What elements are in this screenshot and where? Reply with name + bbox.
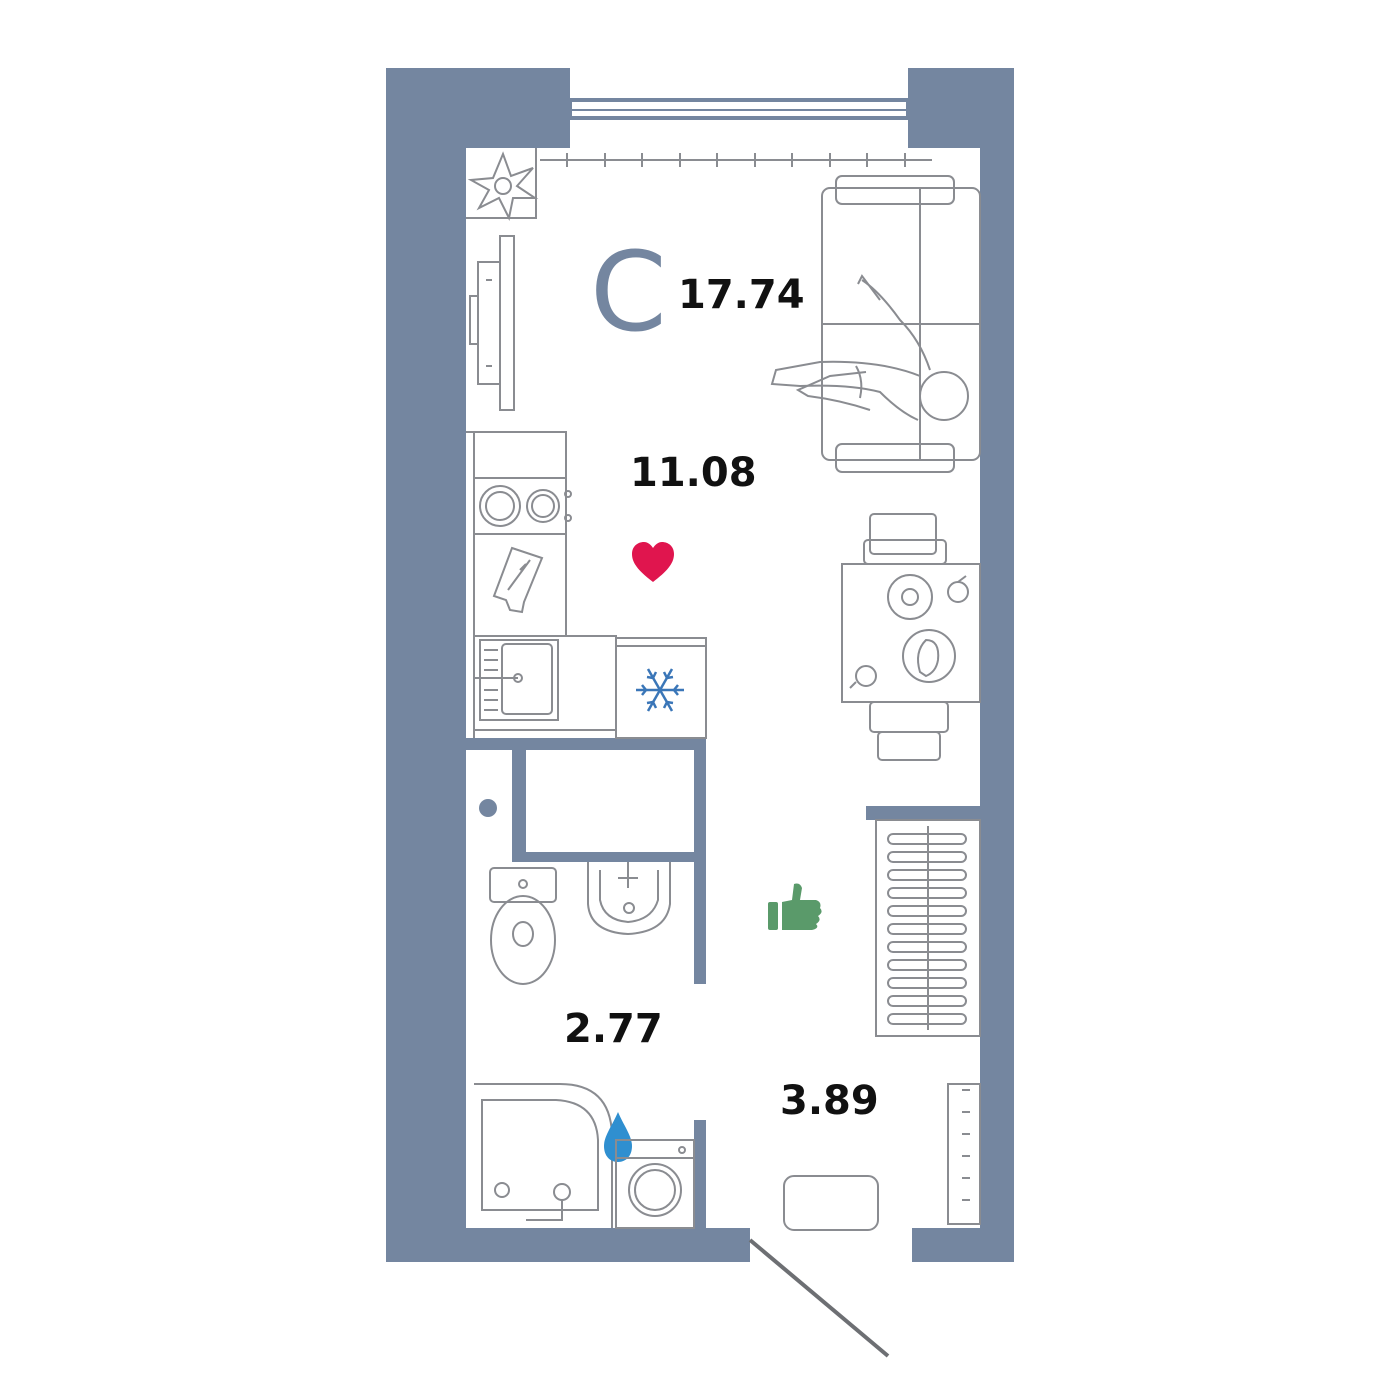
- plant-icon: [466, 148, 539, 222]
- thumbs-up-icon: [768, 883, 822, 930]
- wardrobe-icon: [875, 819, 981, 1037]
- hob-icon: [479, 485, 572, 527]
- sofa-icon: [821, 175, 981, 473]
- snowflake-icon: [636, 668, 684, 712]
- entrance-door: [743, 1232, 890, 1358]
- washing-machine-icon: [615, 1139, 695, 1229]
- wall-marker-dot: [479, 799, 497, 817]
- doormat-icon: [783, 1175, 879, 1231]
- dining-table-icon: [841, 513, 981, 761]
- toilet-icon: [489, 867, 557, 985]
- kitchen-counter: [466, 431, 617, 738]
- heart-icon: [632, 542, 674, 582]
- hallway-area-label: 3.89: [780, 1078, 879, 1124]
- window: [568, 98, 910, 120]
- cutting-board-icon: [492, 546, 544, 614]
- apartment-type-letter: C: [590, 228, 667, 356]
- curtain-rail: [540, 153, 932, 167]
- total-area-label: 17.74: [678, 272, 805, 318]
- bathroom-area-label: 2.77: [564, 1006, 663, 1052]
- shower-cabin-icon: [474, 1083, 613, 1228]
- living-room-area-label: 11.08: [630, 450, 757, 496]
- kitchen-sink-icon: [474, 639, 559, 721]
- bathroom-sink-icon: [587, 862, 671, 936]
- person-icon: [770, 274, 969, 421]
- tv-icon: [469, 235, 515, 411]
- fridge-icon: [615, 637, 707, 739]
- walls: [386, 68, 1014, 1262]
- shoe-rack-icon: [947, 1083, 981, 1225]
- water-drop-icon: [604, 1112, 632, 1162]
